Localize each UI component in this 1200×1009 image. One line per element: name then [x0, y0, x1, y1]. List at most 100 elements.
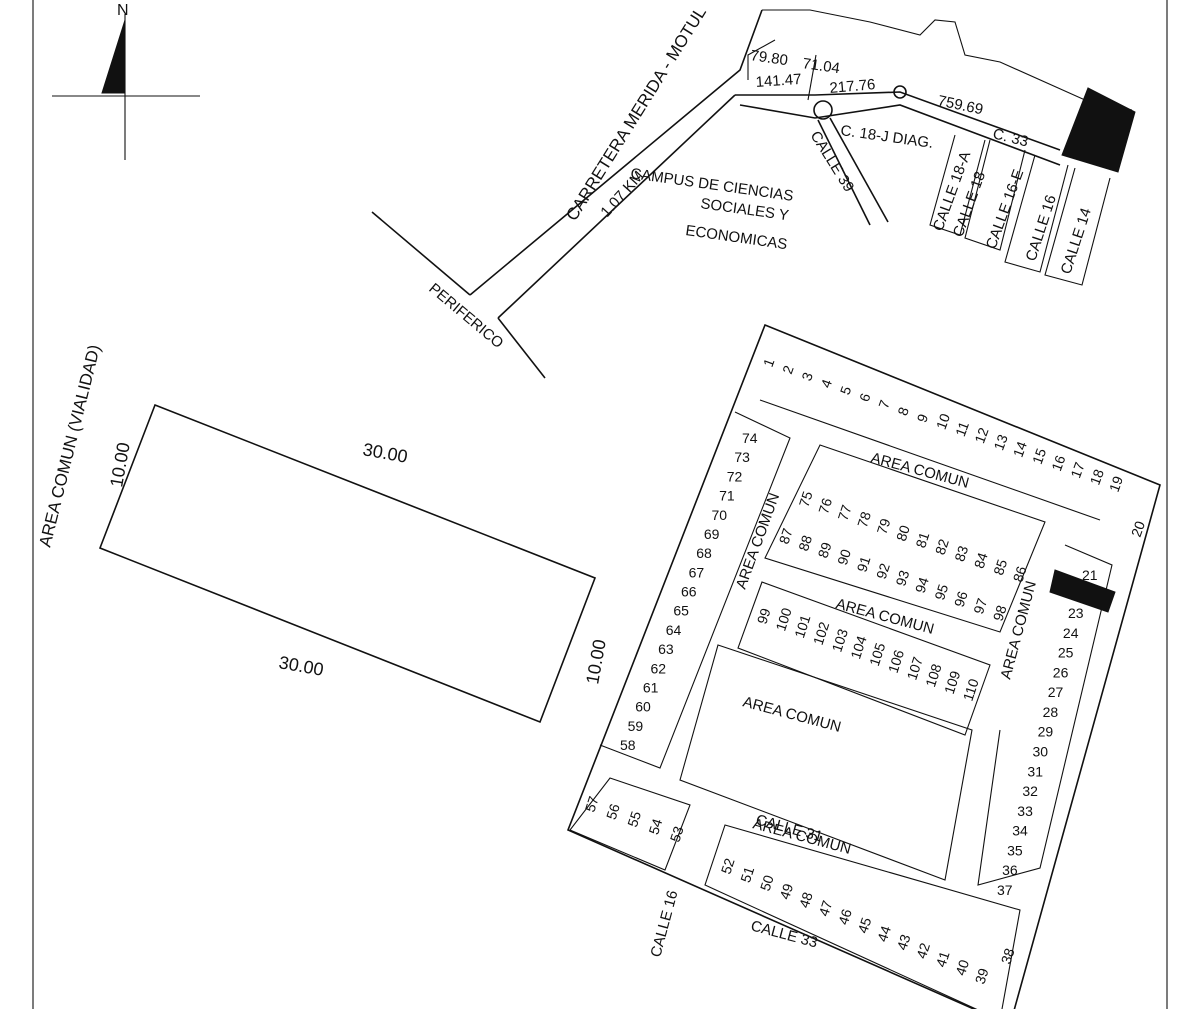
- lot-94: 94: [912, 575, 932, 595]
- lot-25: 25: [1058, 645, 1074, 661]
- measurement-71-04: 71.04: [801, 55, 841, 77]
- lot-30: 30: [1033, 744, 1049, 760]
- lot-15: 15: [1029, 446, 1049, 466]
- measurement-79-80: 79.80: [749, 47, 789, 69]
- lot-76: 76: [815, 496, 835, 516]
- property-outline-left: [747, 39, 776, 80]
- lot-46: 46: [835, 907, 855, 927]
- roundabout-east: [893, 85, 907, 99]
- parcel: 30.00 30.00 10.00 10.00: [98, 403, 610, 724]
- plot-divider: [807, 54, 817, 101]
- lot-5: 5: [837, 384, 855, 397]
- parcel-bottom-dimension: 30.00: [277, 652, 325, 680]
- lot-45: 45: [854, 915, 874, 935]
- lot-105: 105: [866, 641, 889, 668]
- lot-71: 71: [719, 488, 735, 504]
- lot-53: 53: [667, 824, 687, 844]
- lot-68: 68: [696, 545, 712, 561]
- lot-17: 17: [1067, 460, 1087, 480]
- campus-label: CAMPUS DE CIENCIAS SOCIALES Y ECONOMICAS: [629, 165, 794, 253]
- lot-85: 85: [990, 557, 1010, 577]
- lot-80: 80: [893, 523, 913, 543]
- lot-54: 54: [645, 816, 665, 836]
- calle14-label: CALLE 14: [1058, 206, 1095, 276]
- lot-95: 95: [931, 582, 951, 602]
- lot-43: 43: [893, 932, 913, 952]
- lot-106: 106: [885, 648, 908, 675]
- lot-55: 55: [624, 809, 644, 829]
- lot-1: 1: [760, 356, 778, 369]
- highway-edge-east: [497, 94, 736, 319]
- parcel-top-dimension: 30.00: [361, 439, 409, 467]
- bottom-strip-outline: [704, 824, 1021, 1009]
- lot-38: 38: [998, 946, 1018, 966]
- lot-52: 52: [718, 856, 738, 876]
- lot-82: 82: [932, 537, 952, 557]
- lot-49: 49: [776, 881, 796, 901]
- measurements: 79.80 71.04 141.47 217.76 759.69: [749, 47, 984, 118]
- lot-10: 10: [933, 411, 953, 431]
- compass: N: [52, 2, 200, 160]
- lot-75: 75: [796, 489, 816, 509]
- lot-97: 97: [970, 596, 990, 616]
- lot-104: 104: [847, 634, 870, 661]
- lot-57: 57: [582, 794, 602, 814]
- lot-11: 11: [952, 419, 972, 438]
- lot-3: 3: [798, 370, 816, 383]
- lot-16: 16: [1048, 453, 1068, 473]
- lot-78: 78: [854, 509, 874, 529]
- measurement-217-76: 217.76: [829, 76, 876, 97]
- lot-66: 66: [681, 584, 697, 600]
- lot-42: 42: [913, 941, 933, 961]
- lot-48: 48: [796, 890, 816, 910]
- lot-98: 98: [990, 603, 1010, 623]
- lot-21: 21: [1082, 567, 1098, 583]
- lot-37: 37: [997, 882, 1013, 898]
- lot-70: 70: [712, 507, 728, 523]
- lot-103: 103: [829, 627, 852, 654]
- calle18jdiag-label: C. 18-J DIAG.: [839, 122, 934, 152]
- subdivision-outlines: [566, 323, 1161, 1009]
- lot-34: 34: [1012, 823, 1028, 839]
- block-a-outline: [764, 444, 1046, 633]
- lot-14: 14: [1010, 439, 1030, 459]
- lot-59: 59: [628, 718, 644, 734]
- property-outline-top: [762, 9, 1133, 111]
- calle39-edge-east: [829, 117, 889, 223]
- lot-69: 69: [704, 526, 720, 542]
- right-column-outline: [977, 544, 1113, 886]
- lot-91: 91: [853, 554, 873, 574]
- lot-41: 41: [933, 949, 953, 969]
- north-arrow-icon: [101, 19, 126, 94]
- lot-28: 28: [1043, 704, 1059, 720]
- periferico-edge-north: [371, 211, 471, 296]
- lot-4: 4: [817, 377, 835, 390]
- bottom-left-strip-outline: [569, 777, 691, 871]
- parcel-rectangle: [98, 403, 597, 724]
- lot-24: 24: [1063, 625, 1079, 641]
- lot-67: 67: [689, 564, 705, 580]
- block-calle-18a: [929, 134, 986, 236]
- vialidad-label: AREA COMUN (VIALIDAD): [35, 343, 104, 549]
- lot-96: 96: [951, 589, 971, 609]
- road-network: [371, 9, 1136, 379]
- block-calle-16: [1004, 154, 1069, 273]
- lot-99: 99: [754, 606, 774, 626]
- lot-101: 101: [791, 613, 814, 640]
- block-calle-14: [1044, 167, 1111, 286]
- lot-109: 109: [941, 669, 964, 696]
- calle33-bottom-label: CALLE 33: [749, 917, 819, 951]
- left-column-outline: [599, 411, 791, 769]
- access-road-north: [735, 91, 1061, 151]
- lot-92: 92: [873, 561, 893, 581]
- lot-64: 64: [666, 622, 682, 638]
- area-comun-center: AREA COMUN: [741, 693, 843, 736]
- lot-44: 44: [874, 924, 894, 944]
- lot-8: 8: [894, 405, 912, 418]
- calle16-top-label: CALLE 16: [1023, 193, 1060, 263]
- parcel-left-dimension: 10.00: [106, 441, 134, 489]
- lot-26: 26: [1053, 664, 1069, 680]
- measurement-141-47: 141.47: [755, 71, 802, 91]
